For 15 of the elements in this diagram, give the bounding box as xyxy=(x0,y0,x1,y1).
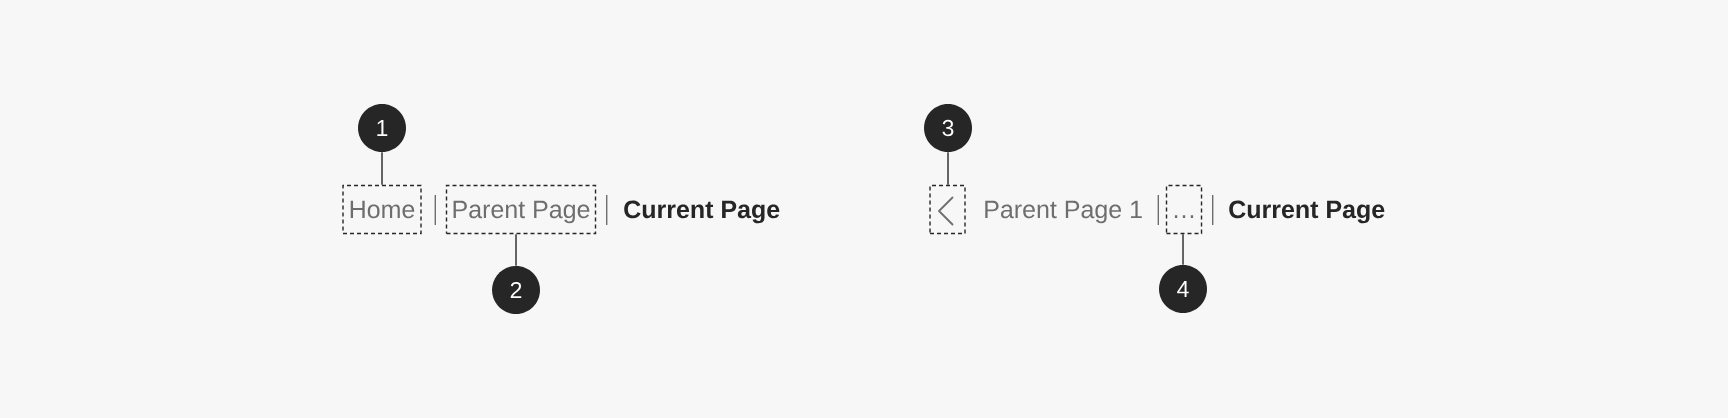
leader-line xyxy=(381,151,383,186)
dashed-box: Parent Page xyxy=(445,184,597,235)
breadcrumb-text: Current Page xyxy=(624,200,780,224)
dashed-box xyxy=(929,184,966,235)
breadcrumb-text: Current Page xyxy=(1229,200,1385,224)
breadcrumb-text: Parent Page 1 xyxy=(985,200,1142,224)
leader-line xyxy=(515,233,517,267)
dashed-box: Home xyxy=(342,184,422,235)
callout-number: 3 xyxy=(924,104,972,152)
dashed-box: … xyxy=(1165,184,1203,235)
callout-number: 1 xyxy=(358,104,406,152)
callout-number: 4 xyxy=(1159,265,1207,313)
leader-line xyxy=(1182,233,1184,266)
leader-line xyxy=(947,151,949,186)
callout-number: 2 xyxy=(492,266,540,314)
